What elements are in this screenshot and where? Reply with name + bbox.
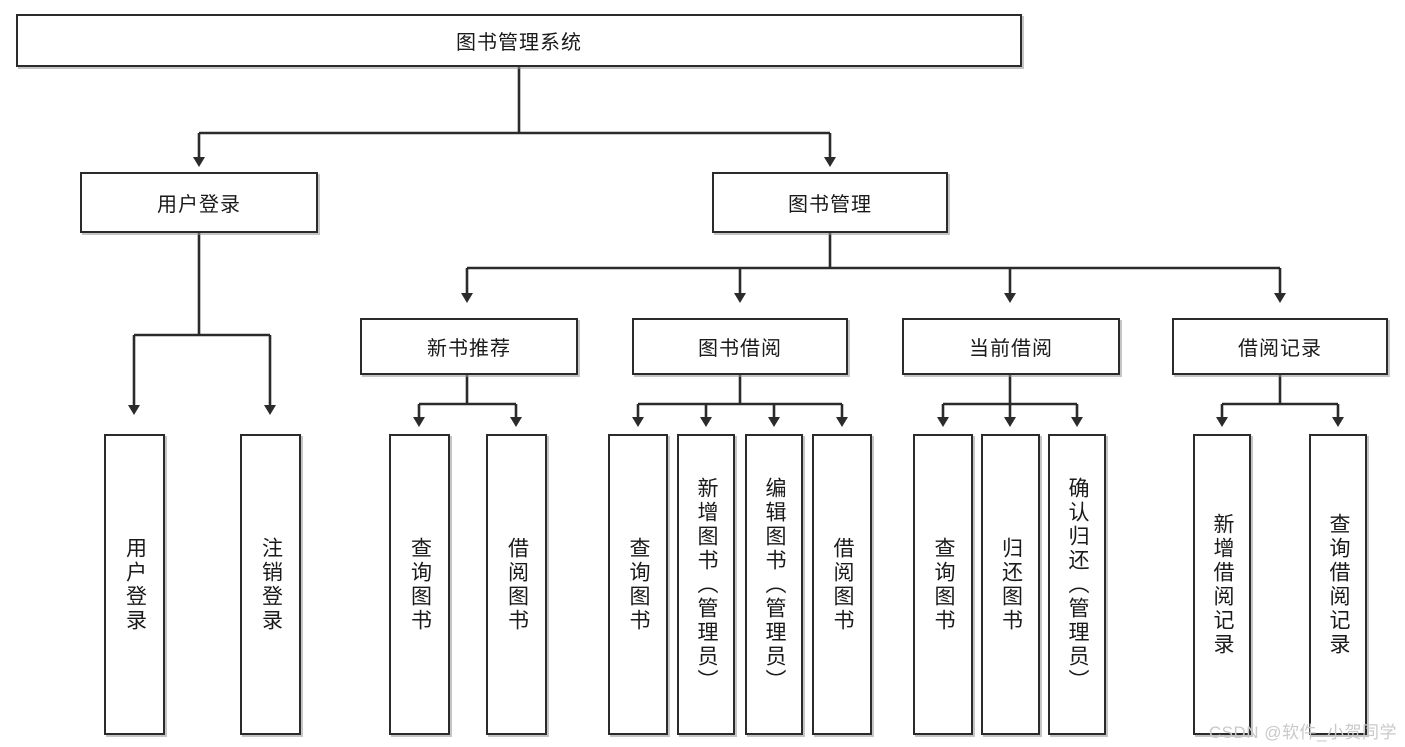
node-new-book-recommend[interactable]: 新书推荐 [360, 318, 578, 375]
leaf-current-confirm-return-admin[interactable]: 确认归还（管理员） [1048, 434, 1106, 735]
node-label: 图书借阅 [698, 338, 782, 360]
node-label: 借阅图书 [831, 536, 855, 633]
node-label: 当前借阅 [969, 338, 1053, 360]
node-label: 编辑图书（管理员） [763, 476, 787, 693]
node-label: 新书推荐 [427, 338, 511, 360]
leaf-recommend-borrow-book[interactable]: 借阅图书 [486, 434, 547, 735]
node-label: 用户登录 [157, 194, 241, 216]
leaf-record-add-record[interactable]: 新增借阅记录 [1193, 434, 1251, 735]
leaf-user-login-signout[interactable]: 注销登录 [240, 434, 301, 735]
node-root-system[interactable]: 图书管理系统 [16, 14, 1022, 67]
node-borrow-record[interactable]: 借阅记录 [1172, 318, 1388, 375]
node-current-borrow[interactable]: 当前借阅 [902, 318, 1120, 375]
leaf-user-login-signin[interactable]: 用户登录 [104, 434, 165, 735]
node-label: 用户登录 [123, 536, 147, 633]
leaf-borrow-borrow-book[interactable]: 借阅图书 [812, 434, 872, 735]
node-label: 图书管理系统 [456, 32, 582, 54]
leaf-current-query-book[interactable]: 查询图书 [913, 434, 973, 735]
node-label: 查询图书 [627, 536, 651, 633]
leaf-record-query-record[interactable]: 查询借阅记录 [1309, 434, 1367, 735]
node-label: 借阅图书 [505, 536, 529, 633]
node-label: 归还图书 [999, 536, 1023, 633]
node-label: 注销登录 [259, 536, 283, 633]
node-label: 新增借阅记录 [1211, 512, 1235, 657]
node-user-login[interactable]: 用户登录 [80, 172, 318, 233]
node-label: 图书管理 [788, 194, 872, 216]
node-label: 确认归还（管理员） [1066, 476, 1090, 693]
node-label: 查询图书 [408, 536, 432, 633]
node-book-borrow[interactable]: 图书借阅 [632, 318, 848, 375]
leaf-borrow-add-book-admin[interactable]: 新增图书（管理员） [677, 434, 735, 735]
node-label: 借阅记录 [1238, 338, 1322, 360]
leaf-borrow-query-book[interactable]: 查询图书 [608, 434, 668, 735]
leaf-recommend-query-book[interactable]: 查询图书 [389, 434, 450, 735]
node-label: 查询借阅记录 [1327, 512, 1351, 657]
leaf-borrow-edit-book-admin[interactable]: 编辑图书（管理员） [745, 434, 803, 735]
node-book-management[interactable]: 图书管理 [712, 172, 948, 233]
node-label: 查询图书 [932, 536, 956, 633]
node-label: 新增图书（管理员） [695, 476, 719, 693]
leaf-current-return-book[interactable]: 归还图书 [981, 434, 1040, 735]
